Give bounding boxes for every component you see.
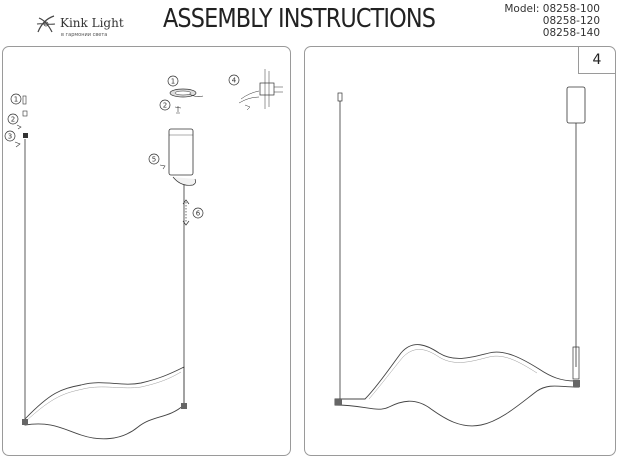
model-line: 08258-140 [542,27,600,39]
assembled-drawing [334,86,586,427]
cap-icon [22,110,28,117]
screwdriver-icon [159,164,166,170]
assembly-steps-panel: 1 2 3 1 2 4 [2,46,291,456]
step-number: 6 [196,210,201,218]
cable-clamp-icon [337,92,343,102]
hand-icon [172,176,197,186]
screwdriver-icon [174,106,182,114]
canopy-cover-icon [168,128,194,176]
step-number: 4 [232,77,237,85]
brand-name: Kink Light [60,16,124,30]
step-2-marker: 2 [159,99,171,111]
step-3-marker: 3 [4,130,16,142]
brand-tagline: в гармонии света [61,32,108,38]
step-1-marker: 1 [10,93,22,105]
logo-mark-icon [36,15,56,33]
end-cap-icon [181,403,187,409]
wave-lamp-icon [334,344,580,427]
step-number: 3 [8,133,12,141]
screw-icon [22,95,27,105]
wires-icon [188,93,204,97]
step-4-marker: 4 [228,74,240,86]
page-number: 4 [578,47,615,74]
model-list: Model: 08258-100 08258-120 08258-140 [504,3,600,39]
model-line: 08258-120 [542,15,600,27]
hand-icon [16,124,22,130]
step-2-marker: 2 [7,113,19,125]
step-1-marker: 1 [167,75,179,87]
step-number: 2 [163,102,167,110]
brand-logo: Kink Light в гармонии света [34,10,154,40]
step-number: 1 [171,78,175,86]
step-6-marker: 6 [192,207,204,219]
hand-icon [14,141,21,148]
step-number: 5 [152,156,156,164]
model-line: Model: 08258-100 [504,3,600,15]
assembled-lamp-panel: 4 [304,46,616,456]
wave-lamp-icon [22,366,187,440]
end-cap-icon [22,419,28,425]
terminal-block-icon [238,69,283,111]
page-title: ASSEMBLY INSTRUCTIONS [163,4,436,34]
step-5-marker: 5 [148,153,160,165]
assembly-drawing: 1 2 3 1 2 4 [4,69,283,440]
clamp-icon [23,133,28,138]
end-cap-icon [573,380,580,387]
end-cap-icon [335,399,342,405]
canopy-icon [566,86,586,124]
step-number: 1 [14,96,18,104]
step-number: 2 [11,116,15,124]
